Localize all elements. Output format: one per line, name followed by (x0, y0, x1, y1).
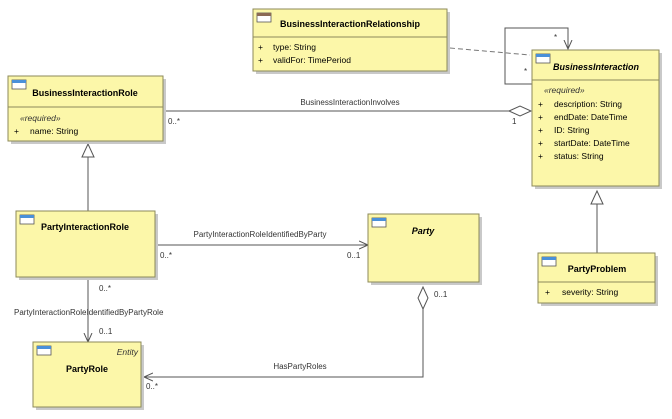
self-dst-multiplicity: * (554, 33, 557, 42)
attr-marker: + (538, 138, 543, 148)
class-party[interactable]: Party (367, 213, 482, 285)
has-party-roles-dst-multiplicity: 0..* (146, 382, 158, 391)
has-party-roles-line (144, 309, 424, 377)
pir-generalization-arrow (81, 142, 95, 158)
entity-tag: Entity (117, 347, 139, 357)
involves-aggregation-diamond (507, 105, 533, 117)
class-title: PartyProblem (568, 264, 627, 274)
attribute: endDate: DateTime (554, 112, 628, 122)
class-business-interaction[interactable]: BusinessInteraction «required» + descrip… (531, 49, 662, 189)
identified-by-role-src-multiplicity: 0..* (99, 284, 111, 293)
identified-by-role-dst-multiplicity: 0..1 (99, 327, 113, 336)
attribute: startDate: DateTime (554, 138, 630, 148)
class-icon (19, 214, 35, 225)
class-title: BusinessInteractionRole (32, 88, 138, 98)
class-business-interaction-relationship[interactable]: BusinessInteractionRelationship + type: … (252, 8, 450, 74)
attr-marker: + (545, 287, 550, 297)
self-src-multiplicity: * (524, 67, 527, 76)
class-icon (535, 53, 551, 64)
attr-marker: + (538, 151, 543, 161)
class-party-interaction-role[interactable]: PartyInteractionRole (15, 210, 158, 280)
attribute: description: String (554, 99, 622, 109)
attribute: status: String (554, 151, 604, 161)
attribute: ID: String (554, 125, 590, 135)
attr-marker: + (538, 125, 543, 135)
identified-by-party-src-multiplicity: 0..* (160, 251, 172, 260)
class-icon (541, 256, 557, 267)
class-icon (256, 12, 272, 23)
identified-by-role-label: PartyInteractionRoleIdentifiedByPartyRol… (14, 308, 164, 317)
class-title: PartyInteractionRole (41, 222, 129, 232)
has-party-roles-src-multiplicity: 0..1 (434, 290, 448, 299)
involves-label: BusinessInteractionInvolves (300, 98, 399, 107)
identified-by-party-dst-multiplicity: 0..1 (347, 251, 361, 260)
attribute: severity: String (562, 287, 618, 297)
pp-generalization-arrow (590, 189, 604, 205)
identified-by-party-label: PartyInteractionRoleIdentifiedByParty (194, 230, 327, 239)
class-title: BusinessInteractionRelationship (280, 19, 421, 29)
class-party-problem[interactable]: PartyProblem + severity: String (537, 252, 658, 306)
attr-marker: + (14, 126, 19, 136)
attr-marker: + (538, 112, 543, 122)
attr-marker: + (258, 55, 263, 65)
attribute: name: String (30, 126, 78, 136)
has-party-roles-label: HasPartyRoles (273, 362, 326, 371)
self-association-line (504, 27, 568, 85)
attr-marker: + (538, 99, 543, 109)
stereotype: «required» (20, 113, 61, 123)
class-icon (371, 217, 387, 228)
class-business-interaction-role[interactable]: BusinessInteractionRole «required» + nam… (7, 75, 166, 144)
class-party-role[interactable]: Entity PartyRole (32, 341, 144, 410)
attribute: type: String (273, 42, 316, 52)
class-icon (11, 79, 27, 90)
class-icon (36, 345, 52, 356)
association-class-link (449, 47, 531, 56)
stereotype: «required» (544, 85, 585, 95)
attr-marker: + (258, 42, 263, 52)
attribute: validFor: TimePeriod (273, 55, 351, 65)
class-title: BusinessInteraction (553, 62, 640, 72)
involves-src-multiplicity: 0..* (168, 117, 180, 126)
involves-dst-multiplicity: 1 (512, 117, 517, 126)
class-title: Party (412, 226, 436, 236)
has-party-roles-aggregation-diamond (417, 285, 429, 311)
class-title: PartyRole (66, 364, 108, 374)
